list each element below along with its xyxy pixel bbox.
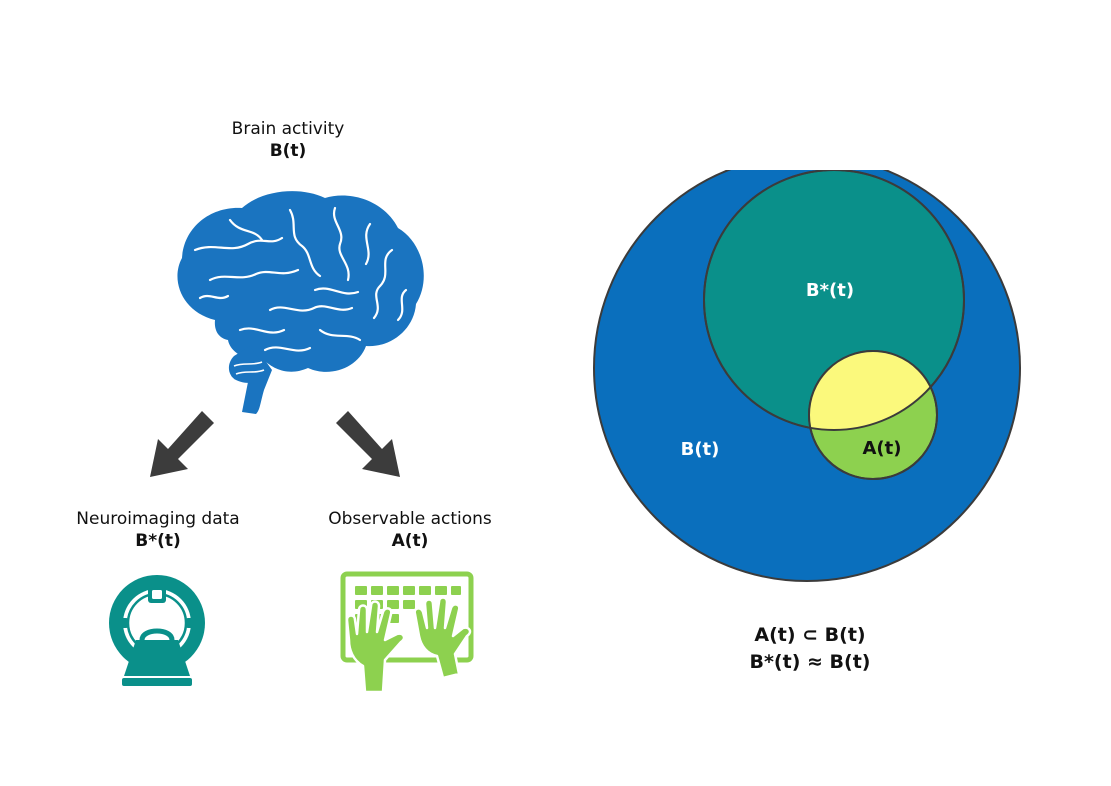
brain-activity-title: Brain activity bbox=[231, 119, 345, 139]
formula-line-2: B*(t) ≈ B(t) bbox=[749, 651, 871, 673]
relation-formula: A(t) ⊂ B(t) B*(t) ≈ B(t) bbox=[700, 622, 920, 676]
venn-diagram: B(t) B*(t) A(t) bbox=[593, 170, 1021, 582]
keyboard-hands-icon bbox=[340, 571, 474, 694]
observable-actions-math: A(t) bbox=[391, 531, 429, 551]
neuroimaging-title: Neuroimaging data bbox=[76, 509, 240, 529]
formula-line-1: A(t) ⊂ B(t) bbox=[754, 624, 866, 646]
arrow-down-left-icon bbox=[150, 411, 214, 477]
observable-actions-title: Observable actions bbox=[328, 509, 492, 529]
arrow-down-right-icon bbox=[336, 411, 400, 477]
venn-middle-label: B*(t) bbox=[806, 280, 854, 301]
neuroimaging-label: Neuroimaging data B*(t) bbox=[48, 508, 268, 552]
neuroimaging-math: B*(t) bbox=[135, 531, 181, 551]
venn-outer-label: B(t) bbox=[681, 439, 720, 460]
brain-activity-label: Brain activity B(t) bbox=[188, 118, 388, 162]
venn-inner-label: A(t) bbox=[863, 438, 902, 459]
brain-activity-math: B(t) bbox=[269, 141, 307, 161]
venn-overlap-region bbox=[809, 351, 937, 430]
observable-actions-label: Observable actions A(t) bbox=[300, 508, 520, 552]
mri-scanner-icon bbox=[109, 575, 205, 686]
brain-icon bbox=[177, 191, 424, 414]
